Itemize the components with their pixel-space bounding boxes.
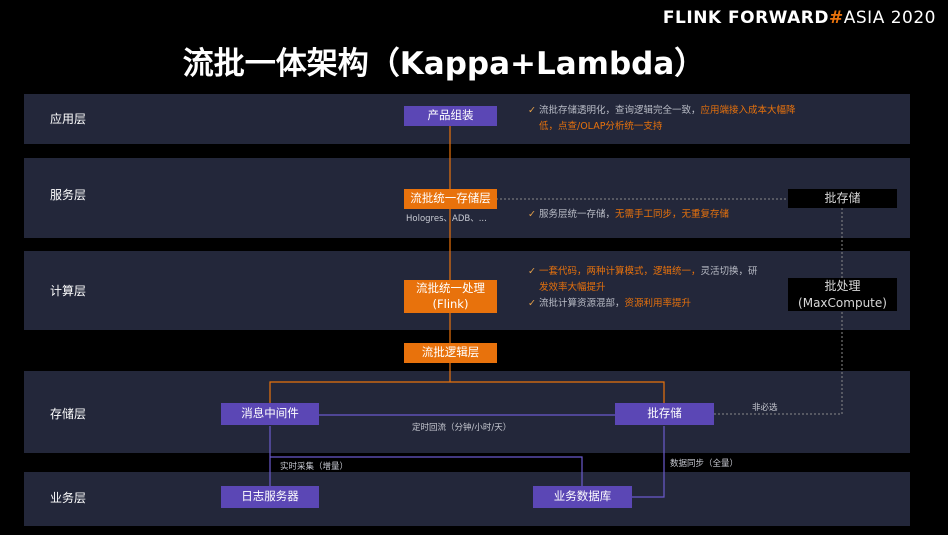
product-assembly-box: 产品组装 [404, 106, 497, 126]
batch-processing-engine: (MaxCompute) [798, 295, 887, 310]
log-server-box: 日志服务器 [221, 486, 319, 508]
layer-label-business: 业务层 [50, 491, 87, 505]
layer-label-storage: 存储层 [50, 407, 87, 421]
unified-processing-label: 流批统一处理 [416, 280, 485, 295]
app-layer-note: ✓流批存储透明化，查询逻辑完全一致，应用端接入成本大幅降 低，点查/OLAP分析… [528, 105, 796, 133]
optional-label: 非必选 [752, 403, 778, 413]
check-icon: ✓ [528, 105, 536, 116]
hologres-label: Hologres、ADB、... [406, 214, 487, 224]
realtime-collect-line [270, 456, 583, 488]
brand-logo: FLINK FORWARD#ASIA 2020 [662, 8, 936, 28]
page-title: 流批一体架构（Kappa+Lambda） [182, 46, 706, 82]
layer-label-app: 应用层 [50, 112, 87, 126]
batch-storage-box: 批存储 [615, 403, 714, 425]
check-icon: ✓ [528, 298, 536, 310]
storage-bracket-line [269, 381, 665, 404]
logic-layer-box: 流批逻辑层 [404, 343, 497, 363]
data-sync-line [632, 426, 665, 498]
layer-band-storage: 存储层 [24, 371, 910, 453]
layer-label-service: 服务层 [50, 188, 87, 202]
data-sync-label: 数据同步（全量） [670, 459, 739, 469]
batch-processing-box: 批处理 (MaxCompute) [788, 278, 897, 311]
unified-processing-box: 流批统一处理 (Flink) [404, 280, 497, 313]
timed-backflow-label: 定时回流（分钟/小时/天） [412, 423, 512, 433]
service-layer-note: ✓服务层统一存储，无需手工同步，无重复存储 [528, 209, 729, 220]
batch-processing-label: 批处理 [824, 279, 861, 294]
realtime-collect-label: 实时采集（增量） [280, 462, 349, 472]
unified-storage-box: 流批统一存储层 [404, 189, 497, 209]
check-icon: ✓ [528, 266, 536, 277]
layer-band-business: 业务层 [24, 472, 910, 526]
layer-label-compute: 计算层 [50, 284, 87, 298]
check-icon: ✓ [528, 209, 536, 220]
message-queue-box: 消息中间件 [221, 403, 319, 425]
dashed-optional-line [714, 311, 843, 415]
business-db-box: 业务数据库 [533, 486, 632, 508]
unified-processing-engine: (Flink) [432, 296, 469, 311]
compute-layer-note: ✓一套代码，两种计算模式，逻辑统一，灵活切换，研 发效率大幅提升 ✓流批计算资源… [528, 266, 758, 310]
batch-storage-top-box: 批存储 [788, 189, 897, 208]
